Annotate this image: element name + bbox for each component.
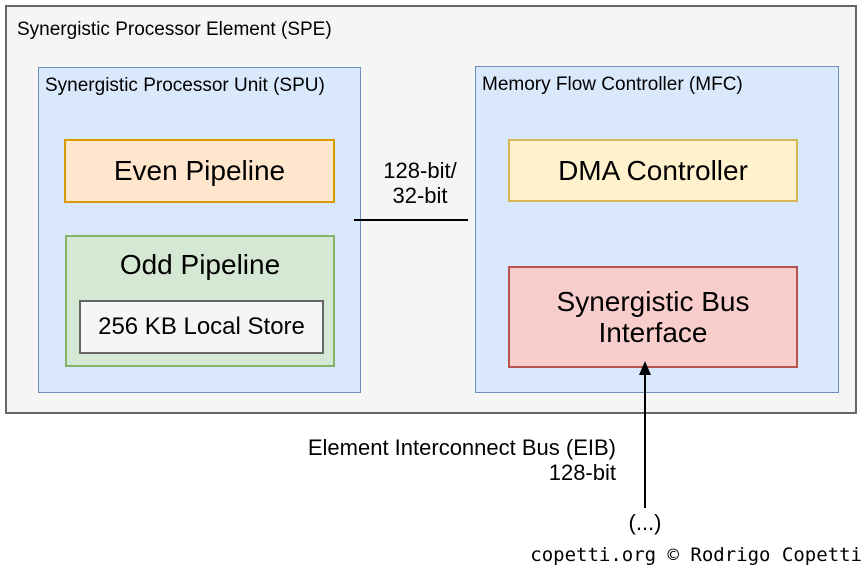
spu-mfc-bus-width-label: 128-bit/ 32-bit	[360, 158, 480, 208]
credit-text: copetti.org © Rodrigo Copetti	[530, 544, 862, 566]
spu-box: Synergistic Processor Unit (SPU) Even Pi…	[38, 67, 361, 393]
local-store-label: 256 KB Local Store	[98, 312, 305, 340]
local-store-box: 256 KB Local Store	[79, 300, 324, 354]
spu-mfc-connector-line	[354, 219, 468, 221]
spe-title: Synergistic Processor Element (SPE)	[17, 19, 332, 40]
eib-label-line2: 128-bit	[548, 460, 616, 485]
bus-width-line1: 128-bit/	[383, 158, 457, 183]
even-pipeline-label: Even Pipeline	[113, 155, 286, 187]
bus-interface-label: Synergistic Bus Interface	[556, 285, 750, 348]
odd-pipeline-label: Odd Pipeline	[119, 249, 281, 280]
odd-pipeline-box: Odd Pipeline 256 KB Local Store	[65, 235, 335, 367]
mfc-box: Memory Flow Controller (MFC) DMA Control…	[475, 66, 839, 393]
eib-continuation-label: (...)	[628, 510, 662, 535]
spe-box: Synergistic Processor Element (SPE) Syne…	[5, 5, 857, 414]
eib-label: Element Interconnect Bus (EIB) 128-bit	[300, 435, 616, 485]
bus-interface-box: Synergistic Bus Interface	[508, 266, 798, 368]
spu-title: Synergistic Processor Unit (SPU)	[45, 75, 325, 96]
bus-width-line2: 32-bit	[392, 183, 448, 208]
dma-controller-label: DMA Controller	[558, 154, 748, 186]
arrowhead-up-icon	[639, 361, 651, 375]
eib-label-line1: Element Interconnect Bus (EIB)	[307, 435, 616, 460]
even-pipeline-box: Even Pipeline	[64, 139, 335, 203]
mfc-title: Memory Flow Controller (MFC)	[482, 74, 743, 95]
dma-controller-box: DMA Controller	[508, 139, 798, 202]
arrow-shaft	[644, 373, 646, 508]
eib-arrow	[637, 361, 653, 508]
